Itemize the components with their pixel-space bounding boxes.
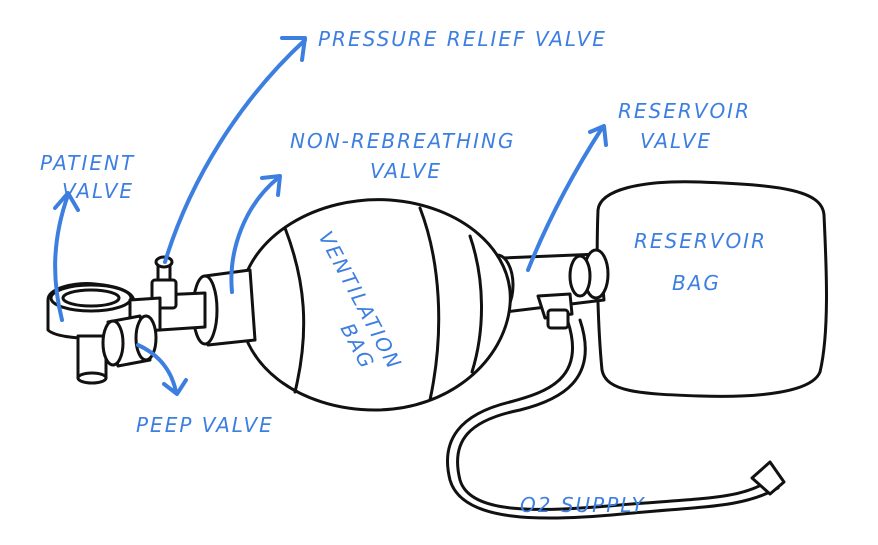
label-peep-valve: PEEP VALVE <box>136 413 274 437</box>
label-reservoir-bag-line2: BAG <box>672 271 721 295</box>
label-patient-valve-line1: PATIENT <box>40 151 135 175</box>
ventilation-bag <box>238 198 512 412</box>
reservoir-bag <box>595 180 828 398</box>
arrow-patient-valve <box>53 193 70 322</box>
arrow-reservoir-valve <box>526 126 604 272</box>
label-o2-supply: O2 SUPPLY <box>520 493 646 517</box>
arrow-pressure-relief <box>163 38 307 264</box>
label-reservoir-valve-line2: VALVE <box>640 129 712 153</box>
label-non-rebreathing-line2: VALVE <box>370 159 442 183</box>
label-reservoir-bag-line1: RESERVOIR <box>634 229 767 253</box>
peep-valve <box>101 314 158 368</box>
arrow-peep-valve <box>136 343 178 394</box>
o2-supply-tube <box>446 318 786 520</box>
annotation-arrows <box>53 36 608 396</box>
arrow-non-rebreathing <box>229 176 280 294</box>
label-pressure-relief-valve: PRESSURE RELIEF VALVE <box>318 27 607 51</box>
label-non-rebreathing-line1: NON-REBREATHING <box>290 129 516 153</box>
label-reservoir-valve-line1: RESERVOIR <box>618 99 751 123</box>
label-patient-valve-line2: VALVE <box>62 179 134 203</box>
